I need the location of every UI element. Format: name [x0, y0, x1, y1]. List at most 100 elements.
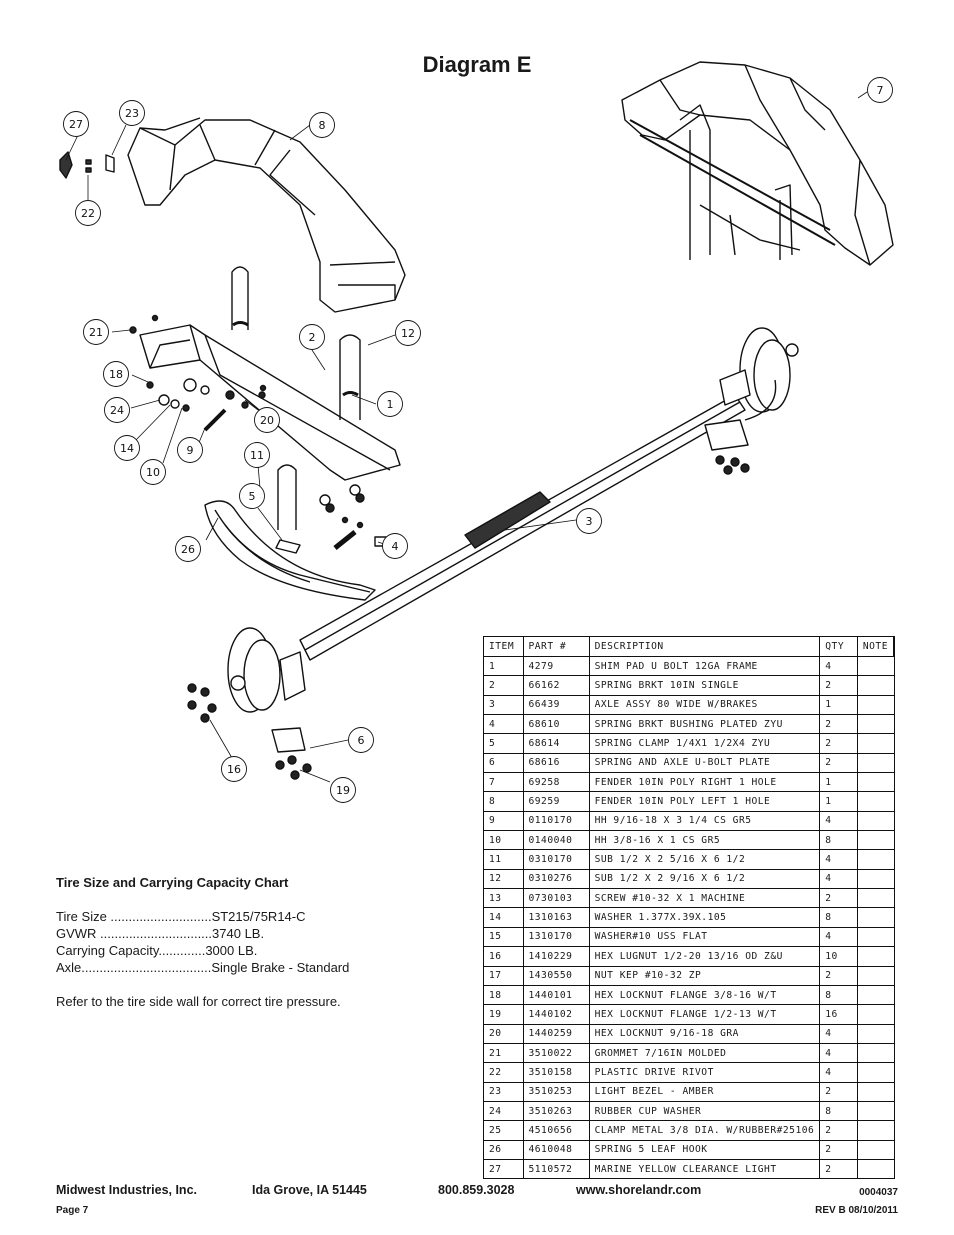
cell-part-number: 68614	[522, 733, 590, 754]
callout-bubble	[177, 437, 203, 463]
callout-label: 18	[109, 368, 123, 381]
cell-part-number: 0310170	[522, 849, 590, 870]
cell-description: HEX LOCKNUT FLANGE 3/8-16 W/T	[588, 984, 821, 1006]
cell-qty: 4	[819, 1023, 858, 1044]
callout-bubble	[382, 533, 408, 559]
callout-label: 24	[110, 404, 124, 417]
cell-qty: 8	[819, 830, 858, 851]
callout-label: 5	[249, 490, 256, 503]
callout-bubble	[239, 483, 265, 509]
u-bolts	[231, 266, 361, 530]
callout-bubble	[576, 508, 602, 534]
cell-description: LIGHT BEZEL - AMBER	[588, 1081, 821, 1102]
callout-bubble	[119, 100, 145, 126]
hardware	[129, 314, 390, 554]
cell-qty: 4	[819, 868, 858, 890]
callout-label: 16	[227, 763, 241, 776]
cell-part-number: 0110170	[522, 810, 590, 832]
cell-qty: 10	[819, 946, 858, 967]
cell-note	[856, 752, 895, 774]
cell-note	[856, 946, 895, 967]
cell-description: SPRING CLAMP 1/4X1 1/2X4 ZYU	[588, 733, 821, 754]
cell-item: 3	[483, 694, 524, 716]
cell-qty: 4	[819, 1042, 858, 1064]
callout-bubble	[348, 727, 374, 753]
header-item: ITEM	[483, 636, 524, 657]
cell-qty: 2	[819, 888, 858, 909]
callout-label: 22	[81, 207, 95, 220]
capacity-value: 3740 LB.	[212, 926, 265, 941]
cell-item: 26	[483, 1139, 524, 1160]
cell-item: 11	[483, 849, 524, 870]
callout-label: 23	[125, 107, 139, 120]
cell-note	[856, 849, 895, 870]
parts-table-header: ITEM PART # DESCRIPTION QTY NOTE	[483, 636, 895, 657]
cell-item: 18	[483, 984, 524, 1006]
callout-bubble	[221, 756, 247, 782]
cell-note	[856, 965, 895, 986]
cell-part-number: 4610048	[522, 1139, 590, 1160]
cell-qty: 2	[819, 965, 858, 986]
capacity-label: Tire Size ............................	[56, 909, 212, 924]
cell-description: FENDER 10IN POLY LEFT 1 HOLE	[588, 791, 821, 812]
cell-qty: 16	[819, 1004, 858, 1025]
cell-item: 21	[483, 1042, 524, 1064]
callout-bubble	[867, 77, 893, 103]
callout-bubble	[140, 459, 166, 485]
capacity-label: Carrying Capacity.............	[56, 943, 206, 958]
cell-qty: 2	[819, 1120, 858, 1141]
callout-label: 8	[319, 119, 326, 132]
cell-item: 7	[483, 772, 524, 793]
cell-note	[856, 868, 895, 890]
cell-item: 27	[483, 1158, 524, 1180]
callout-bubble	[175, 536, 201, 562]
cell-description: WASHER#10 USS FLAT	[588, 926, 821, 948]
callout-label: 26	[181, 543, 195, 556]
leader-lines	[65, 91, 868, 783]
cell-description: HEX LOCKNUT FLANGE 1/2-13 W/T	[588, 1004, 821, 1025]
callout-label: 20	[260, 414, 274, 427]
cell-part-number: 1310163	[522, 907, 590, 928]
cell-note	[856, 772, 895, 793]
left-hub	[187, 627, 312, 780]
cell-part-number: 68610	[522, 714, 590, 735]
cell-note	[856, 1042, 895, 1064]
cell-description: SHIM PAD U BOLT 12GA FRAME	[588, 655, 821, 677]
cell-note	[856, 810, 895, 832]
left-fender	[127, 117, 406, 313]
cell-note	[856, 926, 895, 948]
header-qty: QTY	[819, 636, 858, 657]
callout-bubble	[244, 442, 270, 468]
cell-item: 23	[483, 1081, 524, 1102]
callout-bubble	[377, 391, 403, 417]
cell-note	[856, 1158, 895, 1180]
cell-item: 5	[483, 733, 524, 754]
capacity-value: Single Brake - Standard	[211, 960, 350, 975]
cell-description: SPRING AND AXLE U-BOLT PLATE	[588, 752, 821, 774]
callout-label: 12	[401, 327, 415, 340]
callout-label: 4	[392, 540, 399, 553]
cell-description: CLAMP METAL 3/8 DIA. W/RUBBER#25106	[588, 1120, 821, 1141]
callout-label: 1	[387, 398, 394, 411]
footer-website[interactable]: www.shorelandr.com	[576, 1183, 702, 1197]
callout-label: 11	[250, 449, 264, 462]
tire-pressure-note: Refer to the tire side wall for correct …	[56, 994, 341, 1009]
callout-label: 9	[187, 444, 194, 457]
callout-label: 3	[586, 515, 593, 528]
cell-item: 19	[483, 1004, 524, 1025]
cell-qty: 1	[819, 791, 858, 812]
callout-label: 14	[120, 442, 134, 455]
cell-item: 9	[483, 810, 524, 832]
cell-description: PLASTIC DRIVE RIVOT	[588, 1062, 821, 1083]
